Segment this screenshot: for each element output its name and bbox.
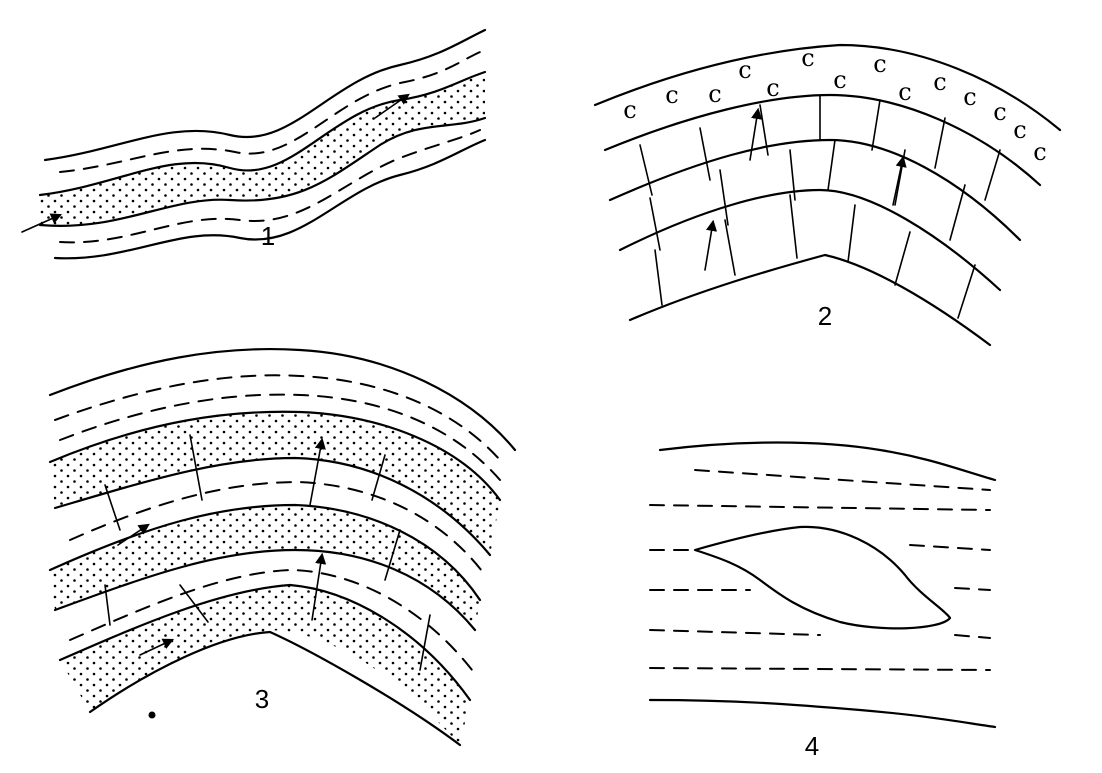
panel-3: 3 xyxy=(48,347,517,747)
panel-2-label: 2 xyxy=(818,301,832,331)
panel-2-top-surface xyxy=(593,43,1062,132)
panel-1-flow-arrow xyxy=(374,93,410,119)
calcite-symbol: c xyxy=(933,68,946,96)
panel-3-sand-fill xyxy=(50,505,480,630)
calcite-symbol: c xyxy=(898,78,911,106)
panel-4-label: 4 xyxy=(805,731,819,761)
panel-3-flow-arrow xyxy=(117,523,150,546)
calcite-symbol: c xyxy=(665,81,678,109)
panel-2-migration-arrow xyxy=(892,155,907,206)
panel-1-sand-base xyxy=(38,116,487,227)
panel-1: 1 xyxy=(21,28,487,260)
panel-1-sand-fill xyxy=(40,72,485,226)
calcite-symbol: c xyxy=(766,74,779,102)
panel-1-label: 1 xyxy=(261,221,275,251)
panel-4: 4 xyxy=(648,441,997,761)
panel-2-bed-boundary xyxy=(628,253,992,347)
calcite-symbol: c xyxy=(738,56,751,84)
panel-4-top-line xyxy=(658,441,997,482)
calcite-symbol: c xyxy=(833,66,846,94)
panel-3-sand-fill xyxy=(50,411,500,555)
panel-3-label: 3 xyxy=(255,684,269,714)
panel-2-calcite-symbols: c c c c c c c c c c c c c c xyxy=(623,44,1046,166)
calcite-symbol: c xyxy=(1013,116,1026,144)
panel-3-flow-arrow xyxy=(139,638,175,656)
panel-4-shale-dashes xyxy=(649,469,991,671)
panel-3-dot xyxy=(148,711,156,719)
panel-3-migration-arrow xyxy=(309,437,326,506)
panel-3-top-surface xyxy=(48,347,517,452)
panel-3-sand-fill xyxy=(60,585,470,745)
panel-3-fractures xyxy=(104,434,431,671)
panel-3-shale-dashes xyxy=(54,374,501,671)
panel-3-migration-arrow xyxy=(311,552,327,621)
panel-3-bed-boundary xyxy=(58,583,472,702)
panel-1-shale-dashes xyxy=(59,51,481,244)
panel-2-migration-arrow xyxy=(749,107,763,161)
panel-2-migration-arrow xyxy=(704,219,718,271)
calcite-symbol: c xyxy=(623,96,636,124)
calcite-symbol: c xyxy=(963,83,976,111)
panel-2-bed-boundary xyxy=(603,93,1042,187)
panel-2-bed-boundary xyxy=(618,188,1002,292)
calcite-symbol: c xyxy=(1033,138,1046,166)
panel-3-bed-boundary xyxy=(48,410,502,502)
calcite-symbol: c xyxy=(993,98,1006,126)
calcite-symbol: c xyxy=(801,44,814,72)
panel-3-bed-boundary xyxy=(53,548,477,632)
panel-2: c c c c c c c c c c c c c c 2 xyxy=(593,43,1062,347)
panel-4-sand-lens xyxy=(693,525,952,630)
panel-1-bed-base xyxy=(53,138,487,260)
calcite-symbol: c xyxy=(873,50,886,78)
panel-2-bed-boundary xyxy=(608,138,1022,242)
panel-3-bed-base xyxy=(88,630,462,747)
panel-1-flow-arrow xyxy=(21,213,63,233)
panel-3-bed-boundary xyxy=(53,456,492,557)
panel-1-sand-top xyxy=(38,70,487,197)
panel-1-bed-top xyxy=(43,28,487,162)
panel-2-fractures xyxy=(639,95,1001,319)
panel-4-bottom-line xyxy=(648,698,997,729)
calcite-symbol: c xyxy=(708,80,721,108)
